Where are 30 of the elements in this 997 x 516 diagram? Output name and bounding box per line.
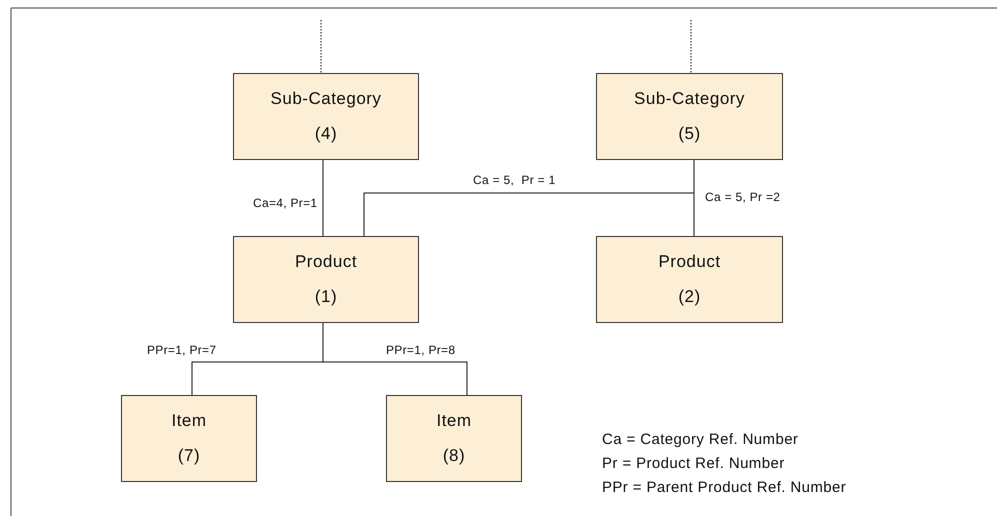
entity-name: Sub-Category [634, 89, 745, 109]
entity-name: Product [658, 252, 721, 272]
abbreviation-note: Pr = Product Ref. Number [602, 455, 785, 473]
dotted-connector [320, 20, 322, 74]
entity-name: Item [436, 411, 472, 431]
edge-label: Ca = 5, Pr = 1 [472, 173, 557, 187]
entity-number: (8) [442, 446, 466, 466]
entity-name: Sub-Category [270, 89, 382, 109]
entity-box [596, 236, 783, 323]
edge-label: Ca = 5, Pr =2 [704, 190, 782, 204]
entity-box [121, 395, 257, 482]
edge-label: PPr=1, Pr=8 [385, 343, 456, 357]
abbreviation-note: Ca = Category Ref. Number [602, 431, 798, 449]
edge-label: PPr=1, Pr=7 [146, 343, 218, 357]
entity-name: Item [171, 411, 207, 431]
entity-number: (2) [678, 287, 701, 307]
entity-name: Product [294, 252, 358, 272]
entity-box [233, 236, 419, 323]
connector-line [322, 160, 324, 236]
edge-label: Ca=4, Pr=1 [252, 196, 318, 210]
entity-number: (1) [314, 287, 338, 307]
abbreviation-note: PPr = Parent Product Ref. Number [602, 479, 846, 497]
connector-line [322, 322, 468, 396]
entity-box [233, 73, 419, 160]
entity-number: (4) [314, 124, 338, 144]
entity-box [596, 73, 783, 160]
dotted-connector [690, 20, 692, 74]
entity-number: (7) [178, 446, 200, 466]
entity-number: (5) [678, 124, 701, 144]
entity-box [386, 395, 522, 482]
